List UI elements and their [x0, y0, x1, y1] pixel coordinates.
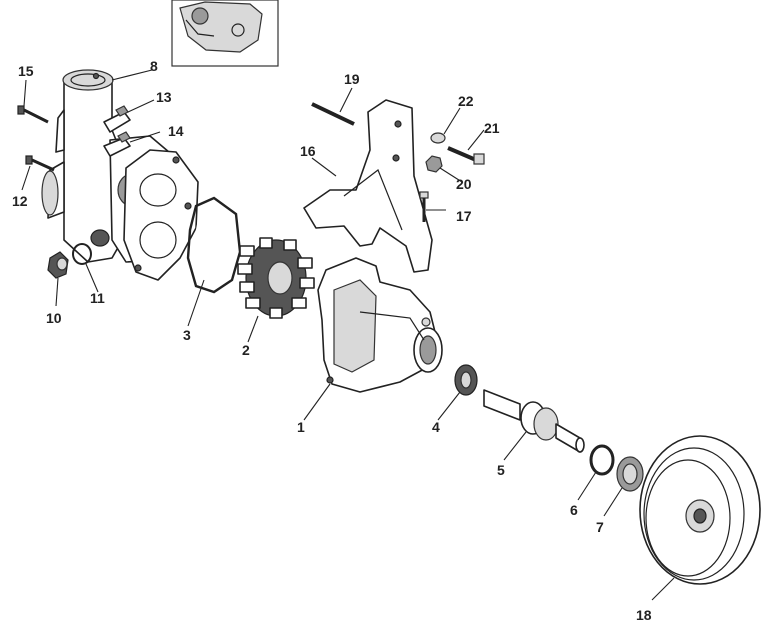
bolt-21 [447, 146, 485, 165]
callout-16: 16 [300, 143, 316, 159]
o-ring-11 [72, 243, 92, 265]
callout-8: 8 [150, 58, 158, 74]
callout-1: 1 [297, 419, 305, 435]
leader-lines [21, 69, 675, 601]
callout-12: 12 [12, 193, 28, 209]
callout-17: 17 [456, 208, 472, 224]
impeller [237, 237, 315, 319]
callout-21: 21 [484, 120, 500, 136]
fitting-14 [103, 131, 131, 157]
callout-2: 2 [242, 342, 250, 358]
pump-body [317, 257, 443, 393]
stud-19 [311, 102, 355, 126]
drain-plug [47, 251, 69, 279]
seal-7 [616, 456, 644, 492]
shaft-bearing [483, 389, 585, 453]
bolt-12 [25, 155, 55, 172]
inset-detail-view [171, 0, 279, 67]
callout-4: 4 [432, 419, 440, 435]
seal-4 [454, 364, 478, 396]
callout-7: 7 [596, 519, 604, 535]
callout-3: 3 [183, 327, 191, 343]
callout-6: 6 [570, 502, 578, 518]
callout-19: 19 [344, 71, 360, 87]
callout-5: 5 [497, 462, 505, 478]
pulley [639, 435, 761, 585]
pump-cover-plate [123, 149, 199, 281]
callout-11: 11 [90, 290, 105, 306]
bolt-17 [419, 191, 429, 222]
callout-20: 20 [456, 176, 472, 192]
callout-18: 18 [636, 607, 652, 623]
washer-22 [430, 132, 446, 144]
nut-20 [425, 155, 443, 173]
bolt-15 [17, 105, 49, 124]
gasket [186, 196, 242, 294]
callout-22: 22 [458, 93, 474, 109]
callout-labels: 8 13 14 15 12 10 11 3 2 1 4 5 6 7 18 19 … [12, 58, 652, 623]
mounting-bracket [303, 99, 433, 273]
callout-15: 15 [18, 63, 34, 79]
callout-13: 13 [156, 89, 172, 105]
snap-ring [589, 444, 615, 476]
callout-10: 10 [46, 310, 62, 326]
callout-14: 14 [168, 123, 184, 139]
